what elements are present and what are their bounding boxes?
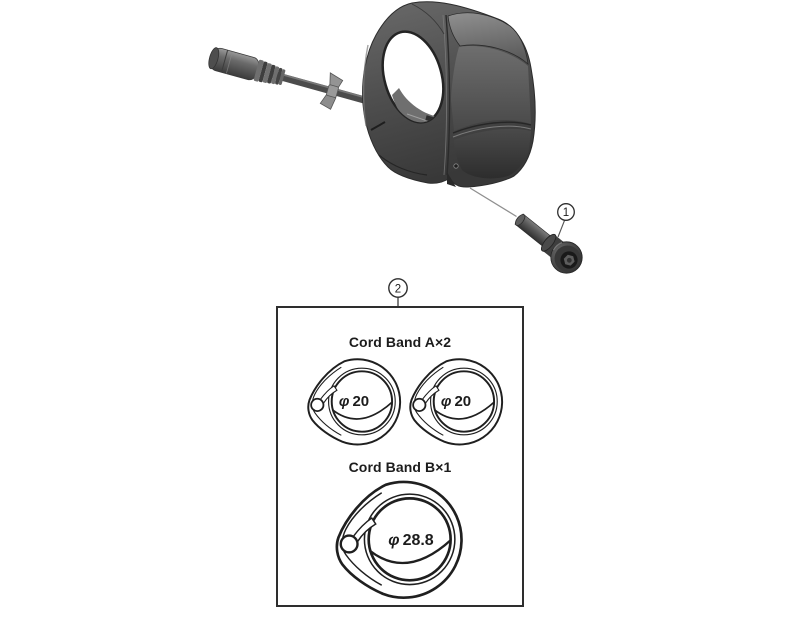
switch-front-panel	[451, 46, 531, 131]
callout-1: 1	[557, 203, 575, 238]
bolt-shaft-end	[515, 214, 526, 226]
switch-lower-panel	[454, 128, 531, 179]
callout-1-number: 1	[563, 207, 569, 219]
ring-body-seam	[445, 14, 451, 176]
bolt-head-highlight	[552, 241, 563, 251]
switch-unit	[362, 1, 536, 188]
callout-1-circle	[557, 203, 575, 221]
body-bottom-notch	[447, 172, 456, 187]
bolt-collar	[540, 233, 557, 252]
body-mid-seam-highlight	[452, 125, 532, 138]
ring-body-seam-highlight	[442, 14, 447, 176]
cable-assembly	[208, 47, 382, 110]
bolt-neck	[542, 234, 566, 260]
bolt-leader-line	[469, 187, 517, 218]
ring-top-crease	[411, 3, 445, 35]
section-a-heading: Cord Band A×2	[349, 334, 451, 350]
cord-clip	[319, 72, 344, 110]
bolt-hole-dot	[453, 163, 459, 169]
clamp-slot	[370, 121, 386, 131]
clamp-lower-seam	[378, 154, 428, 176]
callout-2-number: 2	[395, 284, 401, 296]
clamp-bolt	[514, 213, 583, 274]
bolt-hex-shadow	[566, 257, 572, 263]
callout-2-circle	[388, 278, 408, 298]
section-b-heading: Cord Band B×1	[349, 459, 452, 475]
wire-highlight	[271, 70, 382, 103]
ring-edge-highlight	[362, 44, 369, 127]
connector-tip	[208, 47, 220, 70]
cable-connector	[208, 47, 260, 81]
electric-wire	[269, 70, 382, 108]
switch-top-face	[447, 12, 529, 65]
body-mid-seam	[452, 121, 532, 134]
callout-2: 2	[388, 278, 408, 307]
connector-strain-relief	[253, 59, 286, 85]
callout-1-leader	[557, 220, 566, 238]
